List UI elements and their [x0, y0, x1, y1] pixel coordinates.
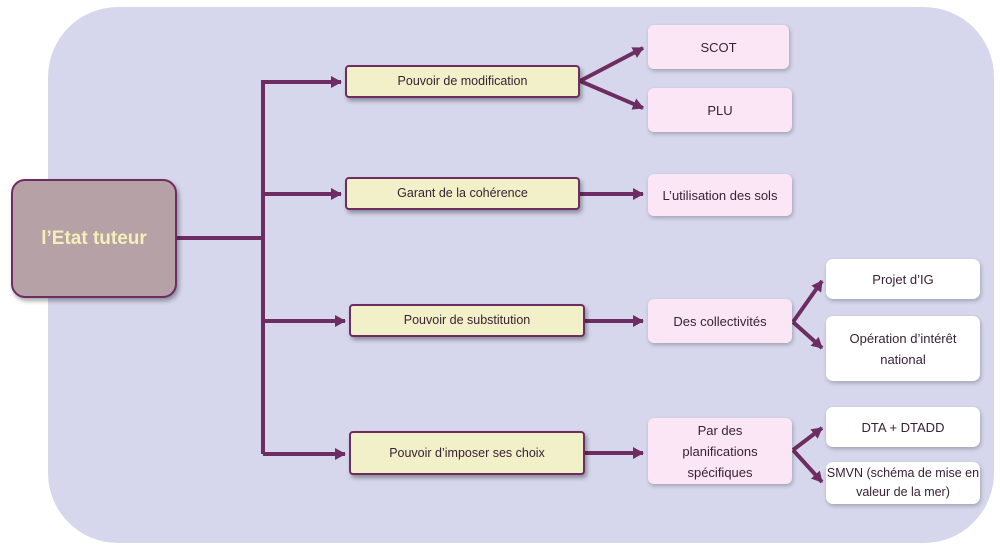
- leaf-collectivites: Des collectivités: [648, 299, 792, 343]
- branch-coherence: Garant de la cohérence: [345, 177, 580, 210]
- leaf-utilisation-sols: L’utilisation des sols: [648, 174, 792, 216]
- leaf-scot: SCOT: [648, 25, 789, 69]
- root-node: l’Etat tuteur: [11, 179, 177, 298]
- branch-imposer: Pouvoir d’imposer ses choix: [349, 431, 585, 475]
- subleaf-operation-interet-national: Opération d’intérêt national: [826, 316, 980, 381]
- subleaf-smvn: SMVN (schéma de mise en valeur de la mer…: [826, 462, 980, 504]
- subleaf-dta-dtadd: DTA + DTADD: [826, 407, 980, 447]
- leaf-plu: PLU: [648, 88, 792, 132]
- subleaf-projet-ig: Projet d’IG: [826, 259, 980, 299]
- leaf-planifications: Par des planifications spécifiques: [648, 418, 792, 484]
- branch-substitution: Pouvoir de substitution: [349, 304, 585, 337]
- branch-modification: Pouvoir de modification: [345, 65, 580, 98]
